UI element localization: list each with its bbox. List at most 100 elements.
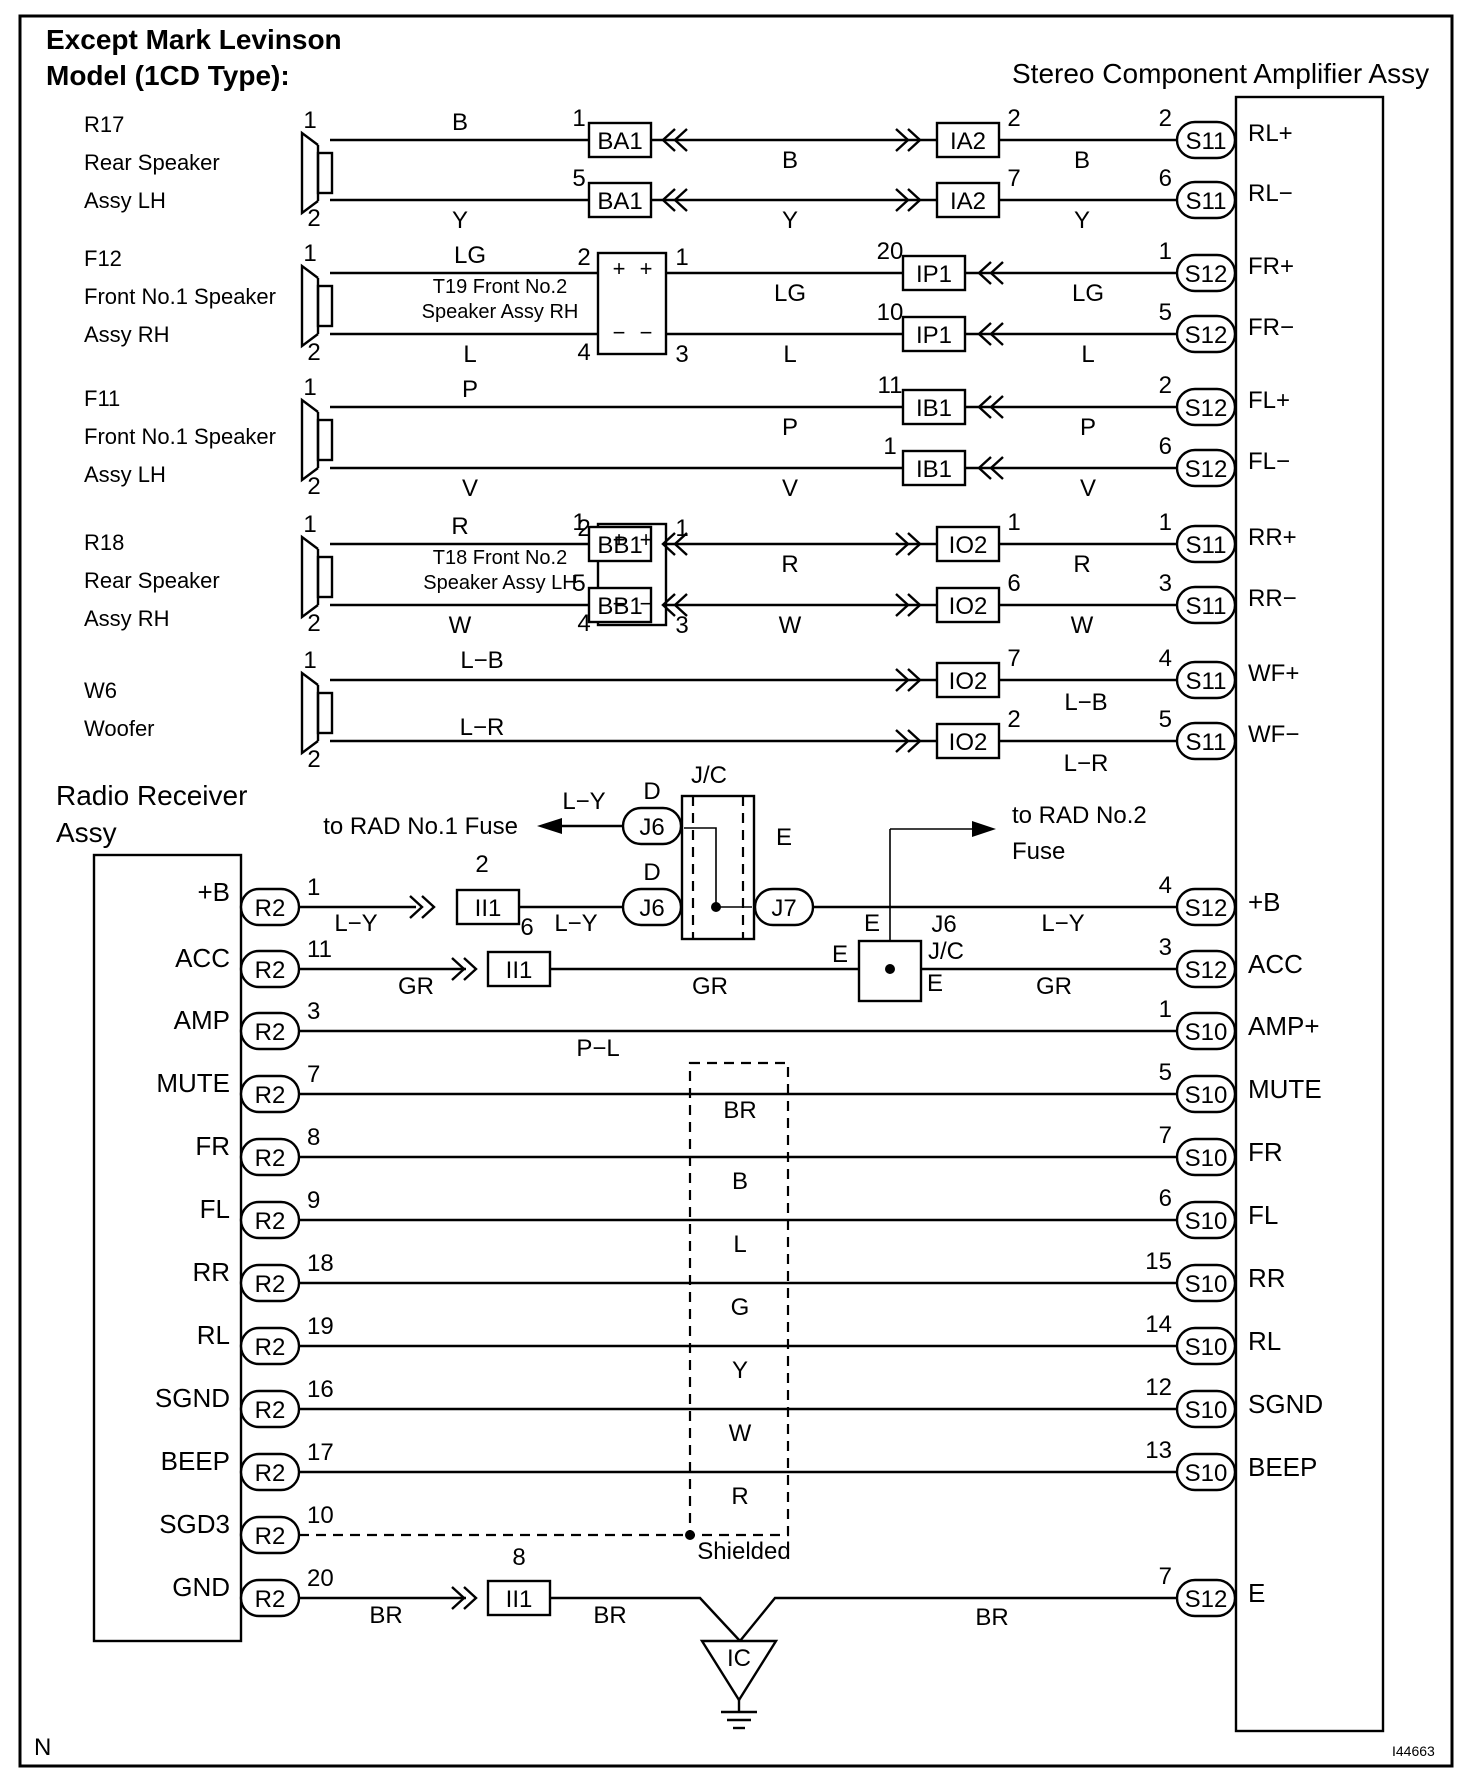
spk-wire-8-c2-num: 7 [1007, 645, 1020, 672]
j7-pill [753, 887, 815, 927]
radio-row-8-amp-conn-label: S10 [1185, 1397, 1228, 1424]
radio-row-9-pin: BEEP [161, 1446, 230, 1476]
radio-row-11-pin: GND [172, 1572, 230, 1602]
j7-e: E [776, 824, 792, 851]
radio-row-7-color-0: Y [732, 1357, 748, 1384]
amp-title: Stereo Component Amplifier Assy [1012, 58, 1429, 89]
radio-row-4-amp-conn-pill [1175, 1137, 1237, 1177]
speaker-4-label-0: W6 [84, 678, 117, 703]
spk-wire-6-c1-chevron [673, 532, 688, 556]
radio-row-1-ii1-chevron [451, 957, 466, 981]
radio-row-5-color-0: L [733, 1231, 746, 1258]
radio-row-9-amp-conn-pill [1175, 1452, 1237, 1492]
radio-title-line2: Assy [56, 817, 117, 848]
radio-row-0-num: 1 [307, 874, 320, 901]
spk-wire-0-c1-num: 1 [572, 105, 585, 132]
spk-wire-2-c2-chevron [989, 261, 1004, 285]
spk-wire-4-color-1: P [782, 414, 798, 441]
tweeter-0-term-in-neg: 4 [577, 339, 590, 366]
spk-wire-3-amp-pin: FR− [1248, 314, 1294, 341]
spk-wire-4-c2-chevron [977, 395, 992, 419]
spk-wire-3-color-1: L [783, 341, 796, 368]
tweeter-1-plus2: + [640, 527, 653, 552]
spk-wire-9-c2-chevron [895, 729, 910, 753]
tweeter-1-name-2: Speaker Assy LH [423, 572, 576, 594]
speaker-2-pin2: 2 [307, 473, 320, 500]
spk-wire-1-c1-num: 5 [572, 165, 585, 192]
spk-wire-8-amp-pin: WF+ [1248, 660, 1299, 687]
speaker-3-label-0: R18 [84, 530, 124, 555]
radio-row-0-amp-conn-pill [1175, 887, 1237, 927]
radio-row-8-amp-pin: SGND [1248, 1389, 1323, 1419]
spk-wire-1-c1-chevron [673, 188, 688, 212]
radio-row-4-amp-conn-label: S10 [1185, 1145, 1228, 1172]
spk-wire-9-color-0: L−R [460, 714, 505, 741]
spk-wire-1-amp-pin: RL− [1248, 180, 1293, 207]
radio-row-2-r2-pill [239, 1011, 301, 1051]
shielded-cable-outline [688, 1061, 790, 1537]
spk-wire-2-color-2: LG [1072, 280, 1104, 307]
speaker-0-magnet [316, 151, 334, 195]
radio-row-8-pin: SGND [155, 1383, 230, 1413]
speaker-3-pin2: 2 [307, 610, 320, 637]
tweeter-0-minus1: − [613, 320, 626, 345]
spk-wire-0-c2-num: 2 [1007, 105, 1020, 132]
radio-row-6-color-0: G [731, 1294, 750, 1321]
radio-row-0-amp-conn-label: S12 [1185, 895, 1228, 922]
spk-wire-1-c2-chevron [895, 188, 910, 212]
j6-top-label: J6 [639, 814, 664, 841]
ground-triangle [699, 1639, 779, 1703]
radio-row-4-amp-pin: FR [1248, 1137, 1283, 1167]
speaker-2-label-1: Front No.1 Speaker [84, 424, 276, 449]
radio-row-1-amp-conn-pill [1175, 949, 1237, 989]
radio-row-0-color-0: L−Y [334, 910, 377, 937]
radio-row-11-amp-conn-label: S12 [1185, 1586, 1228, 1613]
speaker-2-cone [300, 397, 319, 483]
radio-row-9-color-0: R [731, 1483, 748, 1510]
spk-wire-3-c2-label: IP1 [916, 322, 952, 349]
radio-row-0-ii1-box [455, 888, 521, 926]
radio-row-3-pin: MUTE [156, 1068, 230, 1098]
spk-wire-1-c2-box [935, 181, 1001, 219]
j6jc-e-left: E [832, 941, 848, 968]
radio-row-1-ii1-chevron [463, 957, 478, 981]
radio-row-9-r2-label: R2 [255, 1460, 286, 1487]
spk-wire-0-color-0: B [452, 109, 468, 136]
radio-row-2-pin: AMP [174, 1005, 230, 1035]
spk-wire-7-color-0: W [449, 612, 472, 639]
j6jc-e-top: E [864, 910, 880, 937]
radio-row-11-ii1-label: II1 [506, 1586, 533, 1613]
spk-wire-9-amp-conn-pill [1175, 721, 1237, 761]
spk-wire-6-c2-box [935, 525, 1001, 563]
rad1-arrow [537, 818, 562, 834]
tweeter-0-name-1: T19 Front No.2 [433, 276, 568, 298]
speaker-1-label-2: Assy RH [84, 322, 170, 347]
speaker-1-pin2: 2 [307, 339, 320, 366]
tweeter-0-box [596, 251, 668, 356]
radio-row-10-pin: SGD3 [159, 1509, 230, 1539]
spk-wire-8-color-0: L−B [460, 647, 503, 674]
radio-row-0-ii1-num: 2 [475, 851, 488, 878]
spk-wire-5-amp-pin: FL− [1248, 448, 1290, 475]
radio-row-2-amp-conn-label: S10 [1185, 1019, 1228, 1046]
speaker-3-pin1: 1 [303, 511, 316, 538]
spk-wire-3-c2-num: 10 [877, 299, 904, 326]
radio-row-3-amp-num: 5 [1159, 1059, 1172, 1086]
radio-row-8-num: 16 [307, 1376, 334, 1403]
tweeter-0-plus1: + [613, 256, 626, 281]
spk-wire-1-color-1: Y [782, 207, 798, 234]
spk-wire-2-amp-num: 1 [1159, 238, 1172, 265]
speakers-layer [300, 130, 334, 756]
j7-label: J7 [771, 895, 796, 922]
j6-bottom-label: J6 [639, 895, 664, 922]
radio-row-4-amp-num: 7 [1159, 1122, 1172, 1149]
spk-wire-7-amp-conn-pill [1175, 585, 1237, 625]
spk-wire-7-c1-box [587, 586, 653, 624]
radio-row-3-color-0: BR [723, 1097, 756, 1124]
radio-row-11-ii1-chevron [451, 1586, 466, 1610]
spk-wire-0-c1-box [587, 121, 653, 159]
spk-wire-2-amp-pin: FR+ [1248, 253, 1294, 280]
tweeter-1-term-out-pos: 1 [675, 515, 688, 542]
